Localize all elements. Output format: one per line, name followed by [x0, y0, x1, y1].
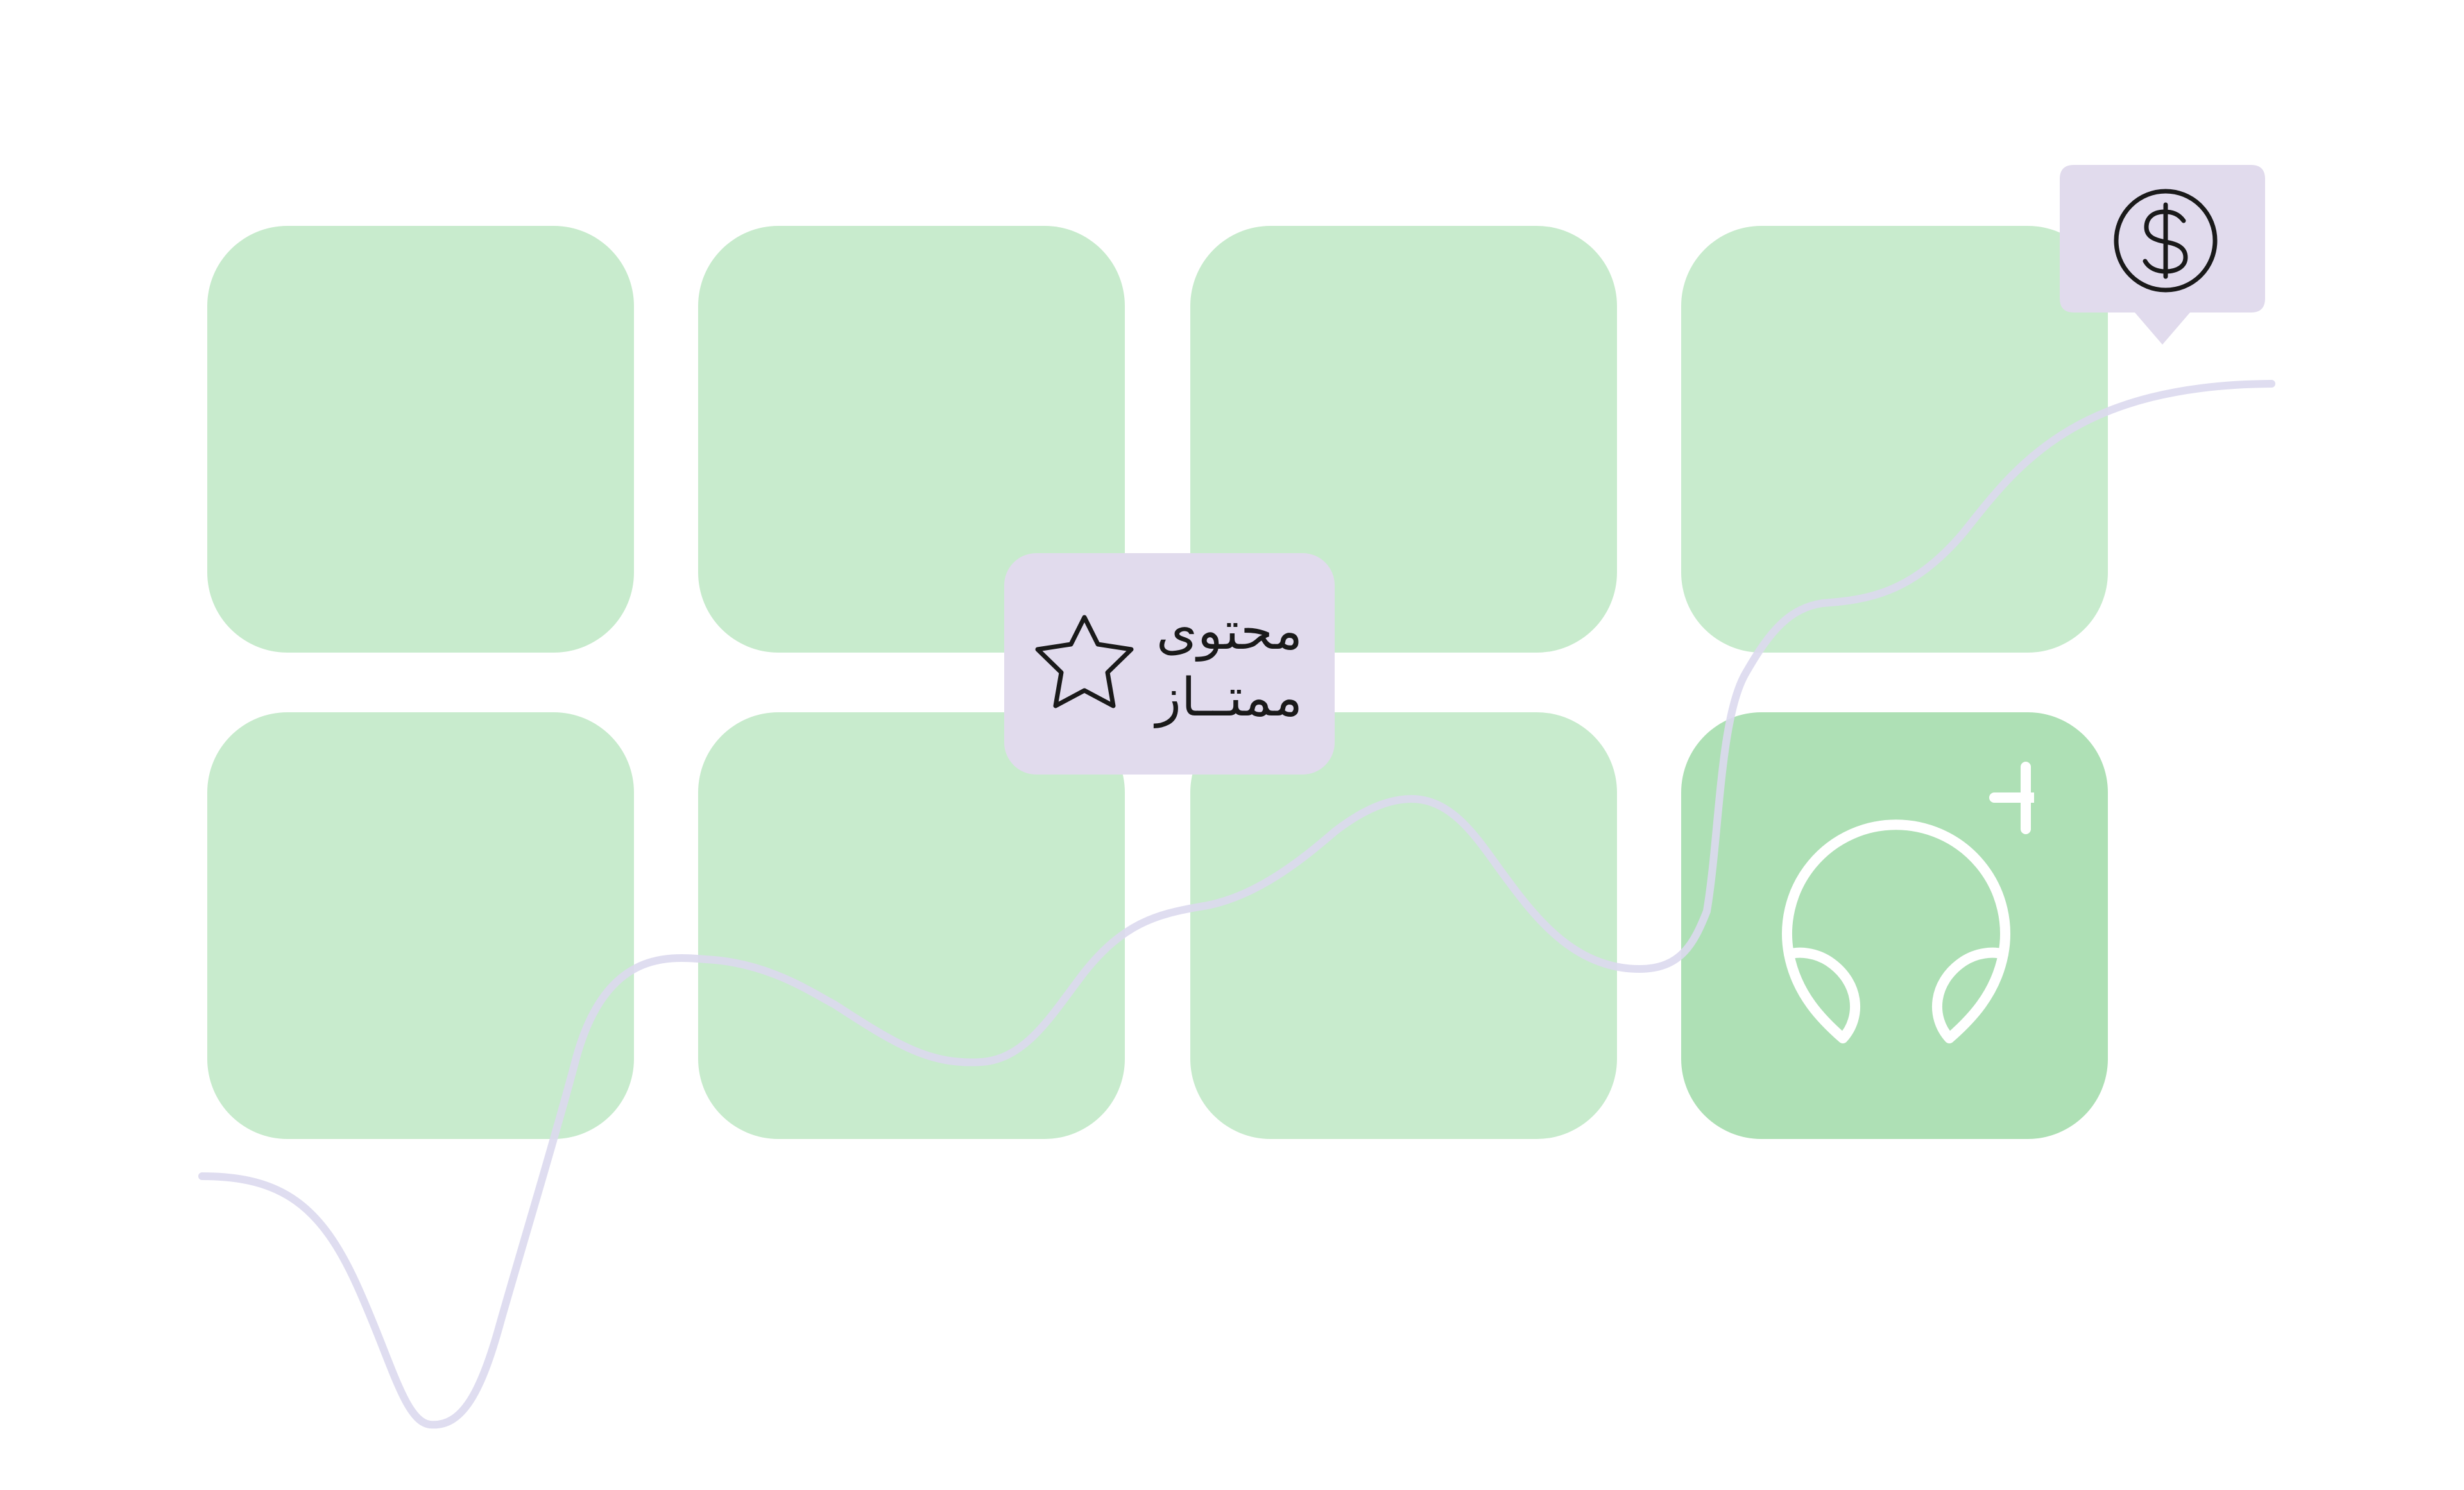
tile-r2-c3 [1190, 712, 1617, 1139]
featured-label-line1: محتوى [1156, 601, 1303, 662]
tile-r1-c4 [1681, 226, 2108, 653]
dollar-circle-icon [2114, 189, 2218, 293]
tile-r1-c1 [207, 226, 634, 653]
tile-r2-c2 [698, 712, 1125, 1139]
star-icon [1035, 615, 1134, 708]
headphones-icon [1782, 762, 2034, 1043]
featured-label-line2: ممتــاز [1156, 667, 1303, 728]
price-callout[interactable] [2060, 165, 2265, 345]
featured-content-label: محتوى ممتــاز [1142, 598, 1303, 732]
featured-content-badge[interactable]: محتوى ممتــاز [1004, 553, 1335, 775]
tile-r2-c1 [207, 712, 634, 1139]
